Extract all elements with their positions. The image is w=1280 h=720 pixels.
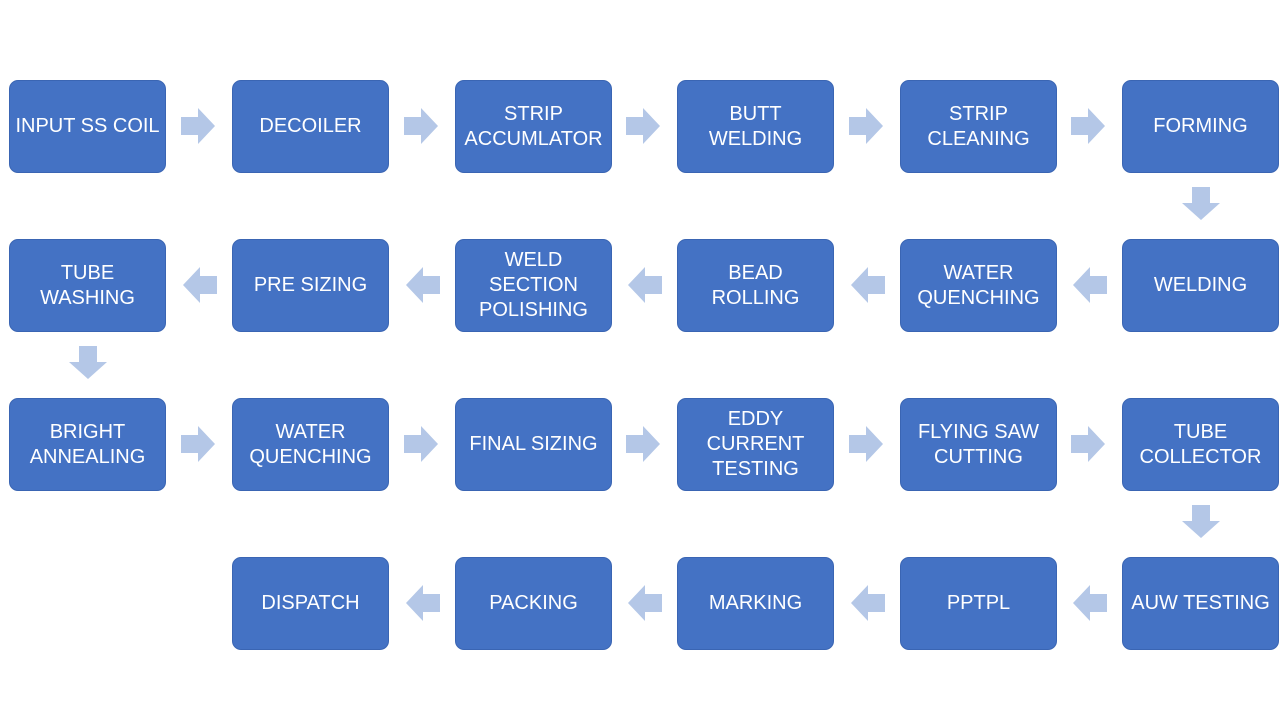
arrow-right-icon [181,108,215,144]
arrow-left-icon [851,585,885,621]
arrow-right-icon [849,108,883,144]
step-decoiler: DECOILER [232,80,389,173]
arrow-right-icon [626,426,660,462]
step-eddy-current-testing: EDDY CURRENT TESTING [677,398,834,491]
arrow-left-icon [1073,585,1107,621]
arrow-right-icon [849,426,883,462]
step-strip-cleaning: STRIP CLEANING [900,80,1057,173]
arrow-down-icon [1182,187,1220,220]
arrow-down-icon [1182,505,1220,538]
arrow-right-icon [181,426,215,462]
arrow-left-icon [406,267,440,303]
step-marking: MARKING [677,557,834,650]
step-input-ss-coil: INPUT SS COIL [9,80,166,173]
arrow-left-icon [628,267,662,303]
step-welding: WELDING [1122,239,1279,332]
arrow-right-icon [404,426,438,462]
step-final-sizing: FINAL SIZING [455,398,612,491]
step-water-quenching-2: WATER QUENCHING [232,398,389,491]
step-auw-testing: AUW TESTING [1122,557,1279,650]
step-forming: FORMING [1122,80,1279,173]
step-bead-rolling: BEAD ROLLING [677,239,834,332]
step-pptpl: PPTPL [900,557,1057,650]
arrow-right-icon [404,108,438,144]
step-tube-washing: TUBE WASHING [9,239,166,332]
step-strip-accumulator: STRIP ACCUMLATOR [455,80,612,173]
arrow-right-icon [626,108,660,144]
step-butt-welding: BUTT WELDING [677,80,834,173]
arrow-left-icon [628,585,662,621]
step-packing: PACKING [455,557,612,650]
arrow-left-icon [406,585,440,621]
arrow-left-icon [183,267,217,303]
step-pre-sizing: PRE SIZING [232,239,389,332]
arrow-left-icon [1073,267,1107,303]
step-bright-annealing: BRIGHT ANNEALING [9,398,166,491]
step-tube-collector: TUBE COLLECTOR [1122,398,1279,491]
step-water-quenching-1: WATER QUENCHING [900,239,1057,332]
arrow-right-icon [1071,108,1105,144]
step-weld-section-polishing: WELD SECTION POLISHING [455,239,612,332]
step-flying-saw-cutting: FLYING SAW CUTTING [900,398,1057,491]
arrow-down-icon [69,346,107,379]
arrow-left-icon [851,267,885,303]
step-dispatch: DISPATCH [232,557,389,650]
arrow-right-icon [1071,426,1105,462]
